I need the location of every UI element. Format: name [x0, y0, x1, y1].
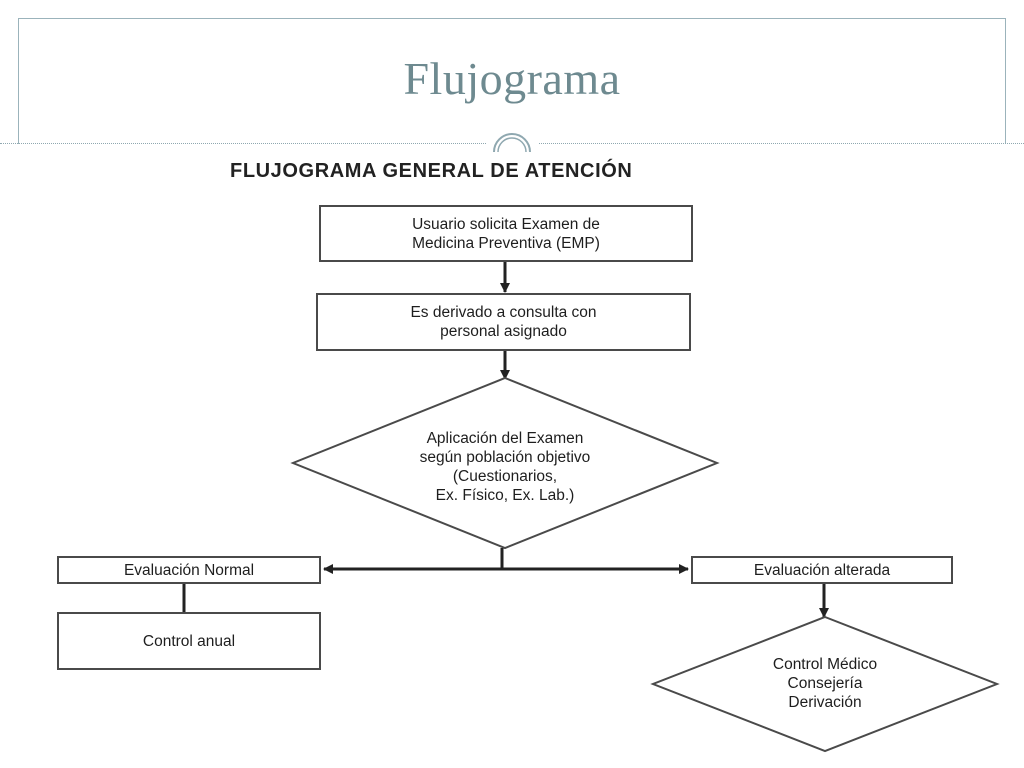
- followup-text: Control Médico Consejería Derivación: [725, 655, 925, 712]
- exam-line-4: Ex. Físico, Ex. Lab.): [435, 487, 575, 504]
- exam-line-2: según población objetivo: [419, 449, 591, 466]
- altered-evaluation-box: Evaluación alterada: [691, 556, 953, 584]
- request-line-2: Medicina Preventiva (EMP): [412, 234, 600, 252]
- referral-line-1: Es derivado a consulta con: [410, 304, 597, 321]
- request-box: Usuario solicita Examen de Medicina Prev…: [319, 205, 693, 262]
- followup-line-3: Derivación: [788, 694, 862, 711]
- exam-line-1: Aplicación del Examen: [426, 430, 584, 447]
- altered-evaluation-label: Evaluación alterada: [753, 561, 891, 579]
- circle-ornament-icon: [486, 114, 538, 154]
- diagram-title: FLUJOGRAMA GENERAL DE ATENCIÓN: [230, 160, 633, 182]
- annual-control-label: Control anual: [142, 632, 236, 650]
- followup-diamond: [650, 615, 1000, 753]
- request-line-1: Usuario solicita Examen de: [412, 215, 600, 233]
- exam-decision-diamond: [290, 376, 720, 550]
- normal-evaluation-box: Evaluación Normal: [57, 556, 321, 584]
- slide-title: Flujograma: [403, 53, 621, 104]
- exam-line-3: (Cuestionarios,: [452, 468, 558, 485]
- followup-line-1: Control Médico: [772, 656, 878, 673]
- referral-line-2: personal asignado: [440, 323, 567, 340]
- exam-decision-text: Aplicación del Examen según población ob…: [355, 429, 655, 505]
- followup-line-2: Consejería: [787, 675, 863, 692]
- title-frame: [18, 18, 1006, 144]
- annual-control-box: Control anual: [57, 612, 321, 670]
- referral-box: Es derivado a consulta con personal asig…: [316, 293, 691, 351]
- normal-evaluation-label: Evaluación Normal: [123, 561, 255, 579]
